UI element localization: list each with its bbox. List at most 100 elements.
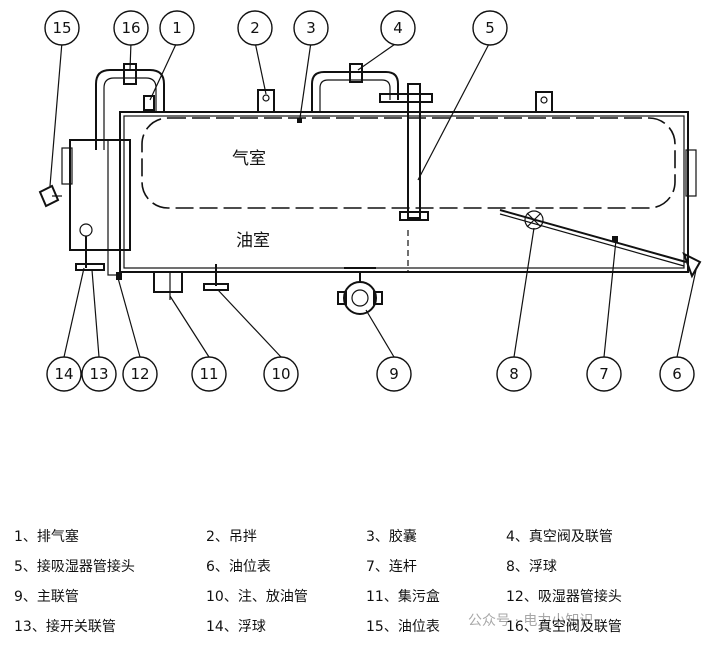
legend-item-10: 10、注、放油管: [206, 589, 308, 605]
legend-item-15: 15、油位表: [366, 619, 440, 635]
callout-13-number: 13: [89, 365, 108, 383]
callout-7: 7: [586, 356, 622, 392]
leader-14: [63, 267, 85, 358]
callout-16: 16: [113, 10, 149, 46]
main-pipe-9-flange-right: [373, 291, 383, 305]
leader-13: [91, 269, 100, 358]
legend-item-11: 11、集污盒: [366, 589, 440, 605]
callout-6-number: 6: [672, 365, 682, 383]
lifting-lug-2-hole: [262, 94, 270, 102]
callout-12: 12: [122, 356, 158, 392]
lifting-lug-2: [257, 89, 275, 112]
lifting-lug-right-hole: [540, 96, 548, 104]
switch-pipe-13: [75, 263, 105, 271]
callout-1: 1: [159, 10, 195, 46]
vent-plug-1: [143, 95, 155, 111]
bladder-point-3: [297, 118, 302, 123]
right-end-fitting: [685, 149, 697, 197]
leader-6: [676, 269, 697, 358]
leader-15: [49, 41, 63, 187]
leader-11: [169, 295, 210, 358]
breather-pipe-5-foot: [399, 211, 429, 221]
legend-item-12: 12、吸湿器管接头: [506, 589, 622, 605]
parts-legend: 1、排气塞 2、吊拌 3、胶囊 4、真空阀及联管 5、接吸湿器管接头 6、油位表…: [0, 526, 720, 648]
conservator-diagram: 气室 油室 15 16 1 2 3 4 5 14 13 12 11 10 9 8…: [38, 10, 702, 392]
legend-item-4: 4、真空阀及联管: [506, 529, 613, 545]
legend-item-16: 16、真空阀及联管: [506, 619, 622, 635]
oil-fill-flange-10: [203, 283, 229, 291]
leader-7: [603, 239, 617, 358]
legend-item-14: 14、浮球: [206, 619, 266, 635]
vacuum-pipe-4-inner: [319, 79, 391, 112]
main-pipe-9-flange-left: [337, 291, 347, 305]
leader-12: [117, 277, 141, 358]
leader-3: [299, 41, 312, 119]
linkage-rod-7: [499, 209, 687, 263]
callout-5-number: 5: [485, 19, 495, 37]
leader-2: [254, 41, 267, 95]
leader-8: [513, 227, 535, 358]
callout-14: 14: [46, 356, 82, 392]
callout-11: 11: [191, 356, 227, 392]
callout-3: 3: [293, 10, 329, 46]
float-8-cross: [526, 212, 542, 228]
callout-2-number: 2: [250, 19, 260, 37]
callout-6: 6: [659, 356, 695, 392]
callout-12-number: 12: [130, 365, 149, 383]
leader-1: [149, 41, 178, 101]
callout-11-number: 11: [199, 365, 218, 383]
callout-14-number: 14: [54, 365, 73, 383]
callout-3-number: 3: [306, 19, 316, 37]
lifting-lug-right: [535, 91, 553, 112]
left-flange: [107, 139, 121, 276]
callout-15: 15: [44, 10, 80, 46]
callout-15-number: 15: [52, 19, 71, 37]
callout-1-number: 1: [172, 19, 182, 37]
watermark-text: 公众号 · 电力小知识: [468, 613, 594, 629]
oil-gauge-6: [682, 251, 702, 279]
callout-7-number: 7: [599, 365, 609, 383]
float-14: [79, 223, 93, 237]
callout-8-number: 8: [509, 365, 519, 383]
callout-4: 4: [380, 10, 416, 46]
callout-13: 13: [81, 356, 117, 392]
legend-item-7: 7、连杆: [366, 559, 417, 575]
callout-2: 2: [237, 10, 273, 46]
linkage-rod-7-lower: [499, 213, 685, 267]
leader-5: [417, 41, 491, 181]
callout-4-number: 4: [393, 19, 403, 37]
oil-chamber-label: 油室: [236, 231, 270, 251]
left-oil-gauge: [61, 147, 73, 185]
leader-lines: [49, 41, 697, 358]
breather-connector-12: [116, 272, 122, 280]
legend-item-6: 6、油位表: [206, 559, 271, 575]
legend-item-5: 5、接吸湿器管接头: [14, 559, 135, 575]
main-pipe-9: [343, 281, 377, 315]
leader-10: [217, 289, 282, 358]
legend-item-8: 8、浮球: [506, 559, 557, 575]
breather-pipe-5: [407, 83, 421, 219]
linkage-pin: [612, 236, 618, 242]
sludge-box-11: [153, 272, 183, 293]
legend-item-13: 13、接开关联管: [14, 619, 116, 635]
leader-9: [365, 309, 395, 358]
callout-10-number: 10: [271, 365, 290, 383]
legend-item-9: 9、主联管: [14, 589, 79, 605]
legend-item-2: 2、吊拌: [206, 529, 257, 545]
callout-9-number: 9: [389, 365, 399, 383]
callout-16-number: 16: [121, 19, 140, 37]
gas-chamber-label: 气室: [232, 149, 266, 169]
vacuum-pipe-16-inner: [103, 77, 157, 150]
oil-gauge-15: [38, 184, 60, 208]
leader-16: [129, 41, 132, 71]
tank-inner-wall: [123, 115, 685, 269]
leader-4: [357, 41, 399, 71]
callout-9: 9: [376, 356, 412, 392]
tank-body: [119, 111, 689, 273]
valve-4: [349, 63, 363, 83]
legend-item-1: 1、排气塞: [14, 529, 79, 545]
callout-10: 10: [263, 356, 299, 392]
vacuum-pipe-4: [311, 71, 399, 112]
left-end-cap: [69, 139, 131, 251]
callout-5: 5: [472, 10, 508, 46]
